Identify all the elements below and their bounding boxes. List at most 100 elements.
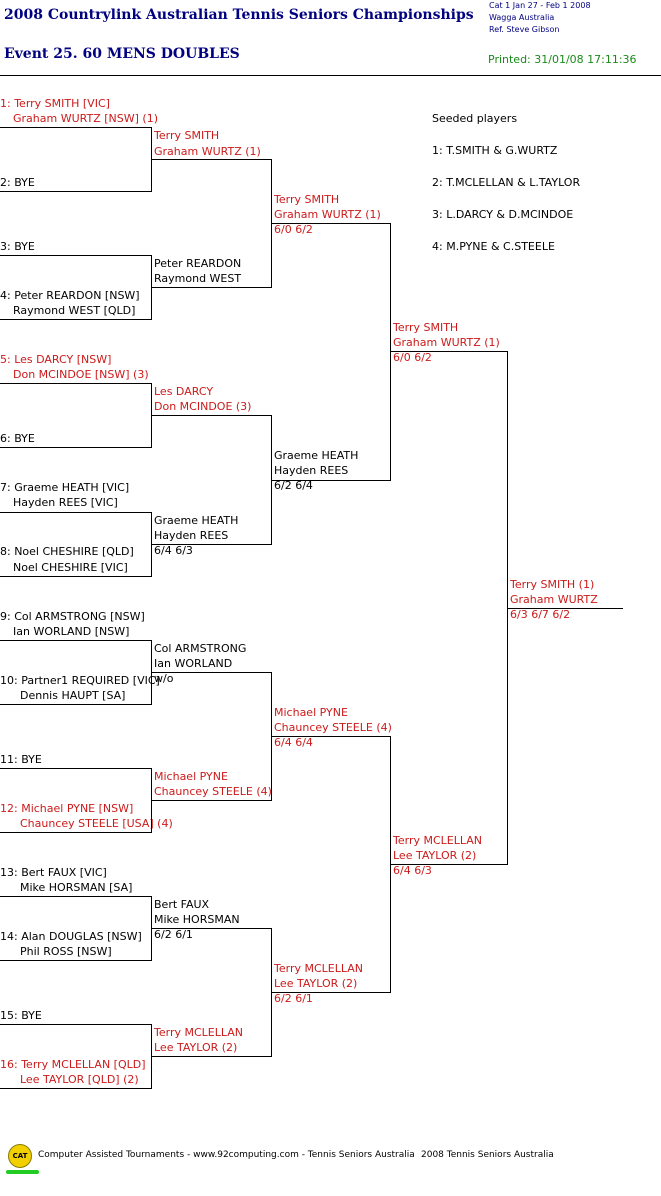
bracket-line — [0, 640, 152, 641]
round2-score: 6/4 6/3 — [154, 544, 193, 557]
bracket-line — [0, 512, 152, 513]
final-score: 6/3 6/7 6/2 — [510, 608, 571, 621]
bracket-line — [271, 415, 272, 545]
bracket-line — [0, 832, 152, 833]
round3-score: 6/2 6/1 — [274, 992, 313, 1005]
bracket-line — [271, 672, 272, 801]
bracket-line — [151, 127, 152, 192]
champion-line1: Terry SMITH (1) — [510, 578, 595, 591]
round2-winner-line2: Graham WURTZ (1) — [154, 145, 261, 158]
round2-winner-line2: Ian WORLAND — [154, 657, 233, 670]
draw-entry-line1: 10: Partner1 REQUIRED [VIC] — [0, 674, 160, 687]
draw-entry-line2: Chauncey STEELE [USA] (4) — [20, 817, 173, 830]
draw-entry-line1: 11: BYE — [0, 753, 42, 766]
bracket-line — [271, 159, 272, 288]
round3-winner-line2: Lee TAYLOR (2) — [274, 977, 358, 990]
round2-winner-line2: Hayden REES — [154, 529, 229, 542]
draw-entry-line1: 1: Terry SMITH [VIC] — [0, 97, 110, 110]
cat-logo-bar — [6, 1170, 39, 1174]
bracket-line — [272, 736, 391, 737]
draw-entry-line2: Mike HORSMAN [SA] — [20, 881, 133, 894]
draw-entry-line2: Lee TAYLOR [QLD] (2) — [20, 1073, 139, 1086]
round3-score: 6/2 6/4 — [274, 479, 313, 492]
draw-entry-line1: 13: Bert FAUX [VIC] — [0, 866, 107, 879]
tournament-referee: Ref. Steve Gibson — [489, 25, 560, 34]
bracket-line — [151, 768, 152, 833]
tournament-title: 2008 Countrylink Australian Tennis Senio… — [4, 7, 474, 23]
round2-winner-line1: Les DARCY — [154, 385, 214, 398]
footer-credit: Computer Assisted Tournaments - www.92co… — [38, 1150, 415, 1160]
draw-entry-line1: 6: BYE — [0, 432, 35, 445]
bracket-line — [151, 896, 152, 961]
round2-winner-line1: Bert FAUX — [154, 898, 210, 911]
semifinal-score: 6/4 6/3 — [393, 864, 432, 877]
bracket-line — [272, 223, 391, 224]
seed-item: 1: T.SMITH & G.WURTZ — [432, 144, 558, 157]
bracket-line — [508, 608, 623, 609]
bracket-line — [152, 800, 272, 801]
semifinal-winner-line2: Lee TAYLOR (2) — [393, 849, 477, 862]
bracket-line — [272, 480, 391, 481]
champion-line2: Graham WURTZ — [510, 593, 598, 606]
round2-winner-line1: Michael PYNE — [154, 770, 228, 783]
round2-winner-line1: Peter REARDON — [154, 257, 242, 270]
bracket-line — [0, 127, 152, 128]
bracket-line — [391, 351, 508, 352]
bracket-line — [0, 383, 152, 384]
round3-score: 6/4 6/4 — [274, 736, 313, 749]
round2-score: w/o — [154, 672, 174, 685]
round3-winner-line1: Michael PYNE — [274, 706, 348, 719]
draw-entry-line1: 14: Alan DOUGLAS [NSW] — [0, 930, 142, 943]
round3-score: 6/0 6/2 — [274, 223, 313, 236]
bracket-line — [152, 159, 272, 160]
bracket-line — [0, 704, 152, 705]
semifinal-score: 6/0 6/2 — [393, 351, 432, 364]
semifinal-winner-line1: Terry SMITH — [393, 321, 459, 334]
round2-winner-line2: Mike HORSMAN — [154, 913, 240, 926]
bracket-line — [390, 736, 391, 993]
draw-entry-line2: Phil ROSS [NSW] — [20, 945, 112, 958]
round2-winner-line1: Terry SMITH — [154, 129, 220, 142]
seeded-heading: Seeded players — [432, 112, 518, 125]
draw-entry-line1: 5: Les DARCY [NSW] — [0, 353, 112, 366]
draw-entry-line1: 9: Col ARMSTRONG [NSW] — [0, 610, 145, 623]
round2-score: 6/2 6/1 — [154, 928, 193, 941]
bracket-line — [151, 1024, 152, 1089]
round2-winner-line1: Graeme HEATH — [154, 514, 239, 527]
draw-entry-line2: Raymond WEST [QLD] — [13, 304, 136, 317]
draw-entry-line2: Ian WORLAND [NSW] — [13, 625, 130, 638]
round3-winner-line2: Graham WURTZ (1) — [274, 208, 381, 221]
round3-winner-line1: Terry MCLELLAN — [274, 962, 363, 975]
round2-winner-line2: Chauncey STEELE (4) — [154, 785, 272, 798]
draw-entry-line1: 3: BYE — [0, 240, 35, 253]
cat-logo-icon: CAT — [8, 1144, 32, 1168]
bracket-line — [152, 672, 272, 673]
bracket-line — [0, 768, 152, 769]
draw-entry-line1: 16: Terry MCLELLAN [QLD] — [0, 1058, 146, 1071]
seed-item: 2: T.MCLELLAN & L.TAYLOR — [432, 176, 581, 189]
round2-winner-line2: Don MCINDOE (3) — [154, 400, 252, 413]
bracket-line — [152, 287, 272, 288]
bracket-line — [0, 447, 152, 448]
bracket-line — [151, 383, 152, 448]
round2-winner-line2: Raymond WEST — [154, 272, 242, 285]
bracket-line — [0, 319, 152, 320]
draw-entry-line2: Graham WURTZ [NSW] (1) — [13, 112, 158, 125]
bracket-line — [0, 896, 152, 897]
bracket-line — [507, 351, 508, 865]
bracket-line — [0, 1024, 152, 1025]
bracket-line — [152, 1056, 272, 1057]
round3-winner-line1: Terry SMITH — [274, 193, 340, 206]
round3-winner-line2: Hayden REES — [274, 464, 349, 477]
footer-org: 2008 Tennis Seniors Australia — [421, 1150, 554, 1160]
draw-entry-line2: Don MCINDOE [NSW] (3) — [13, 368, 149, 381]
draw-entry-line2: Dennis HAUPT [SA] — [20, 689, 126, 702]
draw-entry-line1: 15: BYE — [0, 1009, 42, 1022]
bracket-line — [151, 640, 152, 705]
draw-entry-line2: Noel CHESHIRE [VIC] — [13, 561, 128, 574]
bracket-line — [152, 544, 272, 545]
round2-winner-line1: Col ARMSTRONG — [154, 642, 247, 655]
round3-winner-line2: Chauncey STEELE (4) — [274, 721, 392, 734]
draw-entry-line2: Hayden REES [VIC] — [13, 496, 118, 509]
bracket-line — [151, 512, 152, 577]
